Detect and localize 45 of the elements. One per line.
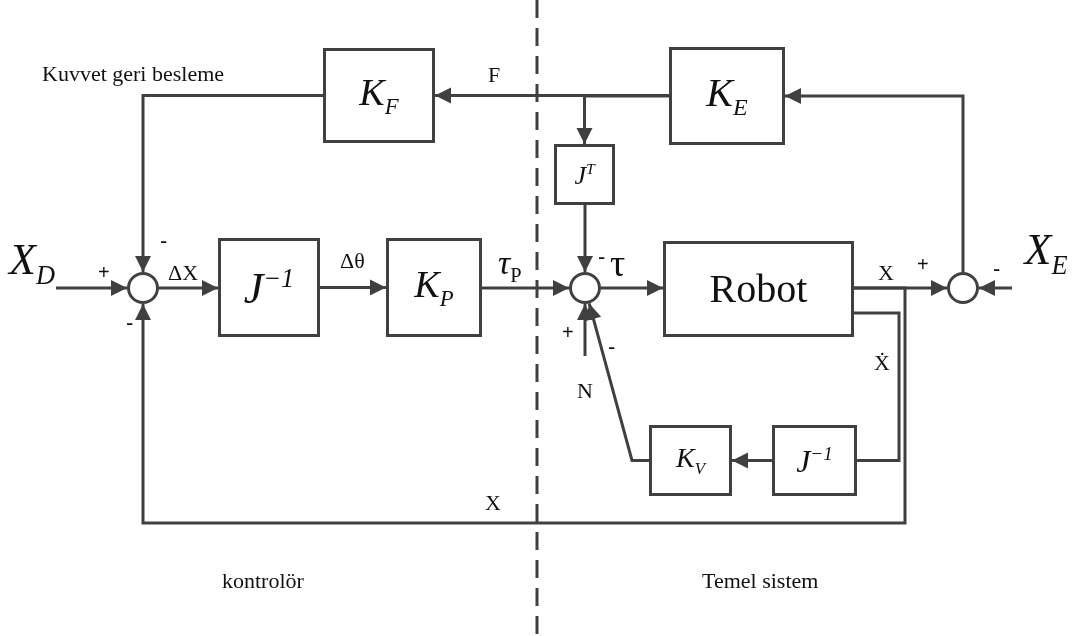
sign-label: -: [160, 230, 168, 252]
block-label: J$^{−1}$: [796, 444, 833, 477]
block-label: K$_{E}$: [706, 73, 748, 119]
block-box: [663, 241, 854, 337]
arrow: [320, 279, 386, 296]
arrow: [435, 87, 669, 104]
block-box: [772, 425, 857, 496]
arrow: [577, 304, 593, 356]
block-box: [669, 47, 785, 145]
block-label: J$^{T}$: [574, 160, 595, 189]
summing-junction: [127, 272, 159, 304]
block-label: K$_{F}$: [359, 72, 399, 119]
arrow: [159, 279, 218, 296]
sign-label: -: [598, 246, 606, 268]
sign-label: -: [608, 336, 616, 358]
arrow: [585, 303, 649, 462]
sign-label: +: [562, 322, 574, 342]
arrow: [577, 205, 593, 272]
arrow: [732, 452, 772, 469]
arrow: [601, 280, 663, 297]
sign-label: +: [917, 254, 929, 274]
arrow: [56, 280, 127, 296]
arrow: [482, 280, 569, 296]
block-box: [554, 144, 615, 205]
block-box: [649, 425, 732, 496]
sign-label: +: [98, 262, 110, 282]
sign-label: -: [126, 312, 134, 334]
block-label: K$_{V}$: [676, 443, 705, 478]
summing-junction: [569, 272, 601, 304]
arrow: [979, 280, 1012, 296]
signal-label: N: [577, 380, 593, 402]
signal-label: X$_{D}$: [9, 238, 55, 289]
block-box: [218, 238, 320, 337]
arrow: [135, 286, 907, 525]
block-label: Robot: [709, 269, 808, 309]
block-label: J$^{−1}$: [243, 264, 295, 311]
block-box: [386, 238, 482, 337]
arrow: [135, 94, 323, 272]
signal-label: X$_{E}$: [1024, 228, 1068, 279]
arrow: [576, 94, 669, 144]
summing-junction: [947, 272, 979, 304]
sign-label: -: [993, 258, 1001, 280]
arrow: [785, 88, 965, 272]
block-label: K$_{P}$: [414, 264, 454, 311]
block-box: [323, 48, 435, 143]
